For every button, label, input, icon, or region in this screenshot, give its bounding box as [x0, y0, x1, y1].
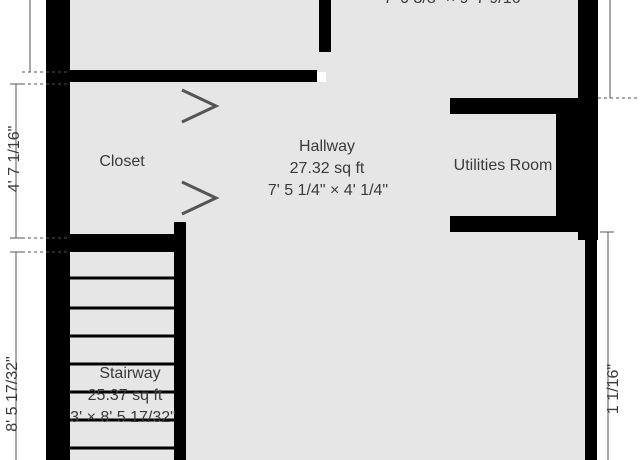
floor-stairway [70, 252, 176, 460]
right-lower-dimension: 1 1/16" [605, 363, 622, 415]
floor-hallway [180, 82, 460, 460]
stairway-dimensions: 3' × 8' 5 17/32" [70, 409, 176, 426]
floor-top-left-room [70, 0, 326, 72]
utilities-room-name: Utilities Room [453, 157, 553, 174]
top-room-dimensions: 7' 0 3/8" × 9' 7 9/16" [370, 0, 540, 9]
wall-utilities-top [450, 98, 580, 114]
wall-stair-hall-divider [174, 222, 186, 460]
hallway-area: 27.32 sq ft [289, 160, 365, 177]
wall-utilities-right [556, 98, 580, 232]
left-upper-dimension: 4' 7 1/16" [6, 125, 23, 193]
walls [46, 0, 598, 460]
wall-left-outer [46, 0, 70, 460]
wall-top-room-divider [319, 0, 331, 52]
left-lower-dimension: 8' 5 17/32" [4, 356, 21, 432]
closet-door-swing [181, 88, 220, 216]
floor-closet [70, 82, 180, 234]
dimension-lines [10, 0, 640, 460]
hallway-name: Hallway [298, 138, 355, 155]
stairway-area: 25.37 sq ft [87, 387, 163, 404]
wall-right-outer-upper [578, 0, 598, 240]
wall-right-outer-lower [585, 232, 597, 460]
floor-utilities [460, 112, 560, 220]
stair-treads [70, 276, 174, 450]
closet-name: Closet [99, 153, 145, 170]
stairway-name: Stairway [99, 365, 161, 382]
wall-utilities-bottom [450, 216, 585, 232]
wall-closet-bottom [70, 234, 180, 252]
wall-closet-top [70, 70, 317, 82]
hallway-dimensions: 7' 5 1/4" × 4' 1/4" [267, 182, 389, 199]
floor-hallway-lower-right [460, 230, 585, 460]
